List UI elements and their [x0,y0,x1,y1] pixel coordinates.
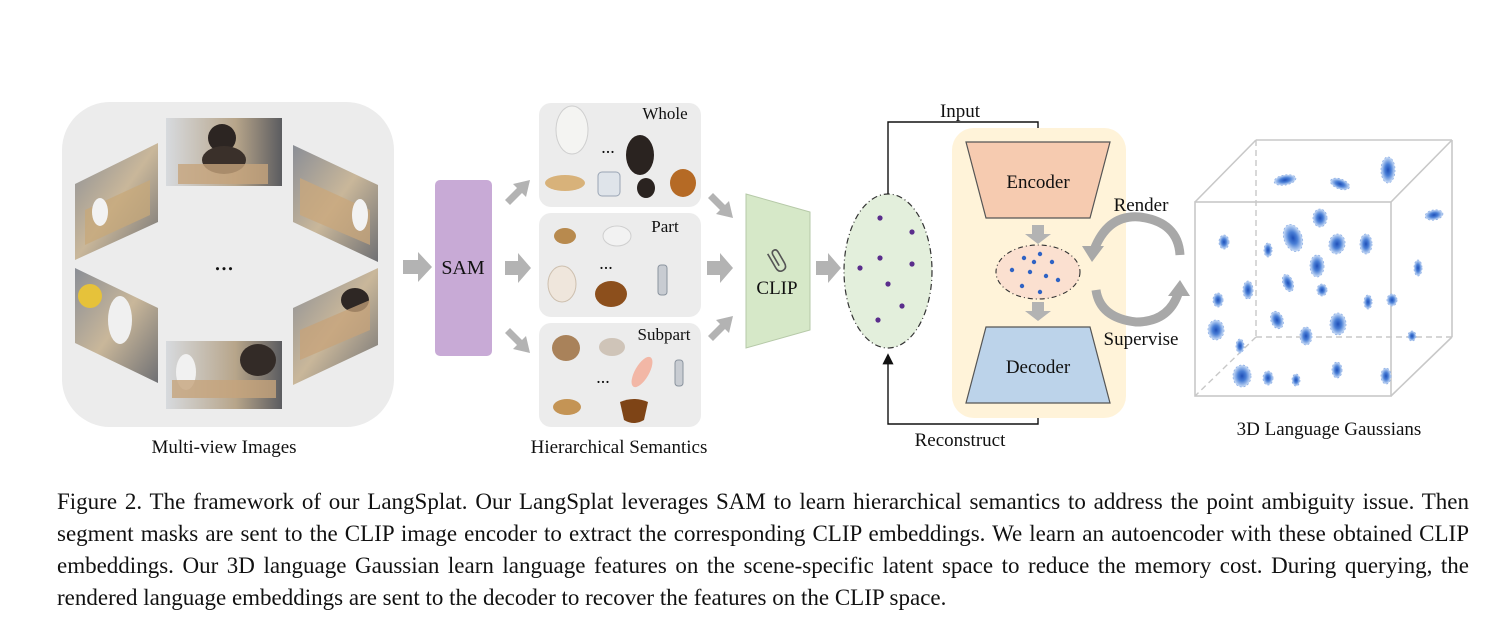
embedding-point [885,281,891,287]
latent-point [1049,259,1055,265]
view-image-bottom [166,341,282,409]
gaussian-blob [1242,280,1254,300]
multiview-label: Multi-view Images [151,437,296,458]
part-dots: ... [599,253,613,273]
multiview-panel: ... [62,102,394,427]
hierarchy-panel-whole: Whole ... [539,103,701,207]
latent-point [1037,251,1043,257]
gaussian-blob [1312,208,1328,228]
embedding-point [909,261,915,267]
gaussian-blob [1328,233,1346,255]
hierarchy-panel-part: Part ... [539,213,701,317]
arrow-to-sam [403,252,432,282]
latent-point [1055,277,1061,283]
caption-text: The framework of our LangSplat. Our Lang… [57,489,1469,610]
subpart-label: Subpart [638,325,691,344]
embedding-point [877,215,883,221]
view-image-upper-right [293,145,378,262]
embedding-point [875,317,881,323]
gaussian-blob [1282,224,1304,252]
gaussian-blob [1263,242,1273,258]
hierarchy-panel-subpart: Subpart ... [539,323,701,427]
latent-ellipse [995,244,1081,300]
embedding-point [909,229,915,235]
view-image-lower-left [75,268,158,383]
encoder-block: Encoder [965,141,1111,219]
part-label: Part [651,217,679,236]
gaussian-cube [1194,139,1453,397]
subpart-dots: ... [596,367,610,387]
arrows-sam-to-hierarchy [505,180,531,353]
whole-dots: ... [601,137,615,157]
gaussian-blob [1291,373,1301,387]
render-arrow: Render [1082,195,1185,262]
latent-point [1031,259,1037,265]
clip-block: CLIP [745,193,811,349]
autoencoder-block: Encoder Decoder [952,128,1126,418]
figure-caption: Figure 2. The framework of our LangSplat… [57,486,1469,614]
caption-title: Figure 2. [57,489,143,514]
gaussian-blob [1218,234,1230,250]
encoder-label: Encoder [1006,172,1070,193]
gaussian-blob [1329,312,1347,336]
arrow-encoder-to-latent [1025,225,1051,244]
latent-point [1027,269,1033,275]
view-image-lower-right [293,268,378,385]
langsplat-framework-figure: ... Multi-view Images SAM Whole ... Part [62,101,1453,458]
latent-point [1021,255,1027,261]
gaussian-blob [1380,367,1392,385]
gaussian-blob [1331,361,1343,379]
render-label: Render [1114,195,1170,216]
gaussian-blob [1273,174,1297,186]
gaussian-blob [1316,283,1328,297]
gaussian-blob [1359,233,1373,255]
view-image-upper-left [75,143,158,260]
latent-point [1019,283,1025,289]
gaussian-blob [1407,330,1417,342]
clip-embedding-ellipse [843,193,933,349]
gaussian-blob [1207,319,1225,341]
gaussian-blob [1232,364,1252,388]
hierarchy-label: Hierarchical Semantics [531,437,708,458]
gaussian-blob [1299,326,1313,346]
gaussian-blob [1309,254,1325,278]
input-label: Input [940,101,981,122]
multiview-dots: ... [214,247,234,276]
latent-point [1009,267,1015,273]
gaussian-blob [1413,259,1423,277]
gaussian-blob [1380,156,1396,184]
gaussian-blob [1281,273,1295,293]
whole-label: Whole [642,104,687,123]
gaussian-blob [1262,370,1274,386]
embedding-point [899,303,905,309]
supervise-label: Supervise [1104,329,1179,350]
embedding-point [877,255,883,261]
sam-label: SAM [441,257,485,279]
clip-label: CLIP [756,278,797,299]
gaussian-blob [1330,177,1350,191]
latent-point [1037,289,1043,295]
reconstruct-label: Reconstruct [915,430,1006,451]
gaussian-blob [1235,338,1245,354]
gaussian-blob [1386,293,1398,307]
gaussian-blob [1363,294,1373,310]
arrow-to-embeddings [816,253,841,283]
decoder-label: Decoder [1006,357,1071,378]
gaussians-label: 3D Language Gaussians [1237,419,1422,440]
arrows-hierarchy-to-clip [707,193,733,341]
gaussian-blob [1212,292,1224,308]
sam-block: SAM [435,180,492,356]
arrow-latent-to-decoder [1025,302,1051,321]
gaussian-blob [1270,310,1284,330]
paperclip-icon [766,249,787,272]
supervise-arrow: Supervise [1091,280,1190,350]
latent-point [1043,273,1049,279]
embedding-point [857,265,863,271]
view-image-top [166,118,282,186]
decoder-block: Decoder [965,326,1111,404]
gaussian-blob [1424,209,1444,221]
